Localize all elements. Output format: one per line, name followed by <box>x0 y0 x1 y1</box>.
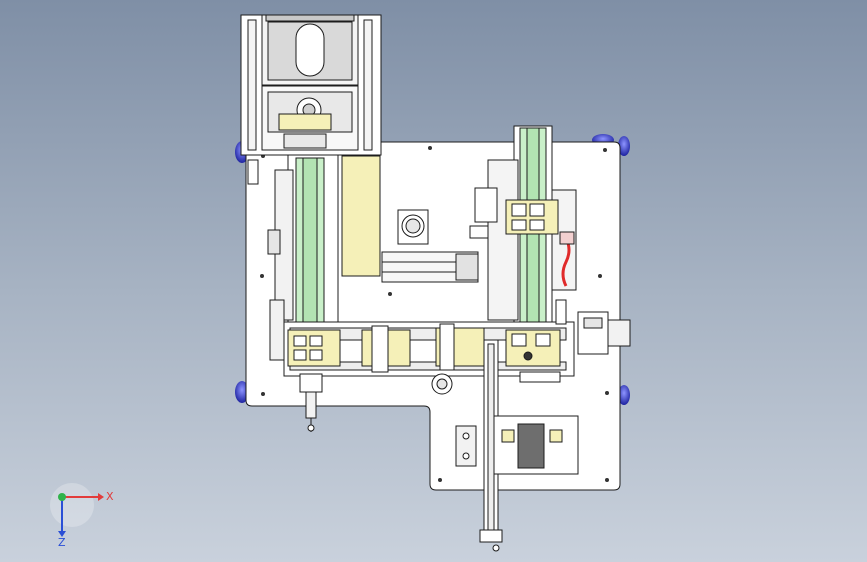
station-4[interactable] <box>505 329 561 367</box>
dispense-needle[interactable] <box>299 373 323 432</box>
yellow-cover-plate[interactable] <box>341 155 381 277</box>
ring-fixture[interactable] <box>397 209 429 245</box>
station-1[interactable] <box>287 329 341 367</box>
left-vertical-rail[interactable] <box>267 154 339 326</box>
feeder-tower[interactable] <box>240 14 382 156</box>
red-fitting <box>559 231 575 245</box>
x-axis-label: X <box>106 490 114 503</box>
station-2[interactable] <box>361 325 411 373</box>
red-air-line <box>561 237 571 287</box>
z-axis-head <box>58 531 66 537</box>
pneumatic-cylinder[interactable] <box>381 251 479 283</box>
misc-hardware <box>247 159 567 383</box>
bottom-fixture[interactable] <box>455 415 579 475</box>
coordinate-triad: X Z <box>50 483 114 549</box>
y-axis-dot <box>58 493 66 501</box>
x-axis-head <box>98 493 104 501</box>
z-axis-label: Z <box>58 536 66 549</box>
side-motor[interactable] <box>577 311 631 355</box>
station-3[interactable] <box>435 323 485 371</box>
right-gripper-block[interactable] <box>505 199 559 235</box>
bottom-vertical-arm[interactable] <box>479 339 503 552</box>
sensor-ring[interactable] <box>431 373 453 395</box>
